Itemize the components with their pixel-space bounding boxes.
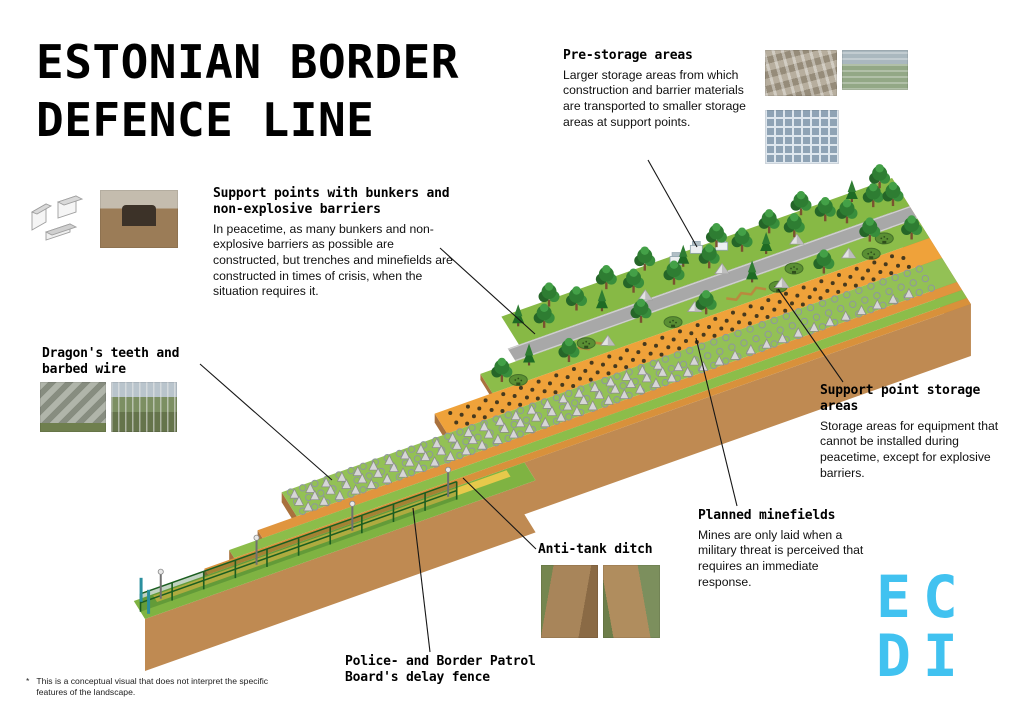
support-storage-body: Storage areas for equipment that cannot … <box>820 418 999 480</box>
support-points-heading: Support points with bunkers and non-expl… <box>213 186 450 217</box>
ecdi-logo-line1: EC <box>876 563 970 631</box>
photo-dragons-teeth-1 <box>40 382 106 432</box>
footnote-marker: * <box>26 676 30 686</box>
annotation-support-points: Support points with bunkers and non-expl… <box>213 186 458 300</box>
page-title-line1: ESTONIAN BORDER <box>36 35 459 89</box>
planned-minefields-heading: Planned minefields <box>698 508 836 523</box>
ecdi-logo-line2: DI <box>876 622 970 691</box>
footnote-text: This is a conceptual visual that does no… <box>36 676 269 698</box>
annotation-planned-minefields: Planned minefields Mines are only laid w… <box>698 508 873 590</box>
support-points-body: In peacetime, as many bunkers and non-ex… <box>213 221 453 299</box>
annotation-anti-tank-ditch: Anti-tank ditch <box>538 542 688 558</box>
photo-bunker <box>100 190 178 248</box>
page-title: ESTONIAN BORDER DEFENCE LINE <box>36 34 459 150</box>
page-title-line2: DEFENCE LINE <box>36 92 375 147</box>
photo-dragons-teeth-2 <box>111 382 177 432</box>
anti-tank-ditch-heading: Anti-tank ditch <box>538 542 653 557</box>
photo-pre-storage-hedgehogs <box>765 110 839 164</box>
annotation-support-storage: Support point storage areas Storage area… <box>820 383 1018 481</box>
delay-fence-heading: Police- and Border Patrol Board's delay … <box>345 654 536 685</box>
annotation-pre-storage: Pre-storage areas Larger storage areas f… <box>563 48 755 130</box>
pre-storage-body: Larger storage areas from which construc… <box>563 67 746 129</box>
ecdi-logo: EC DI <box>876 563 970 691</box>
iso-bunker-icon <box>30 195 84 241</box>
photo-anti-tank-ditch-2 <box>603 565 660 638</box>
planned-minefields-body: Mines are only laid when a military thre… <box>698 527 864 589</box>
photo-pre-storage-wire <box>842 50 908 90</box>
footnote: * This is a conceptual visual that does … <box>26 676 270 699</box>
annotation-delay-fence: Police- and Border Patrol Board's delay … <box>345 654 580 686</box>
annotation-dragons-teeth: Dragon's teeth and barbed wire <box>42 346 217 378</box>
decorations-layer <box>139 164 936 614</box>
photo-anti-tank-ditch-1 <box>541 565 598 638</box>
leader-lines-layer <box>199 159 844 653</box>
bunker-arch <box>121 205 157 226</box>
photo-pre-storage-blocks <box>765 50 837 96</box>
pre-storage-heading: Pre-storage areas <box>563 48 693 63</box>
support-storage-heading: Support point storage areas <box>820 383 981 414</box>
dragons-teeth-heading: Dragon's teeth and barbed wire <box>42 346 180 377</box>
